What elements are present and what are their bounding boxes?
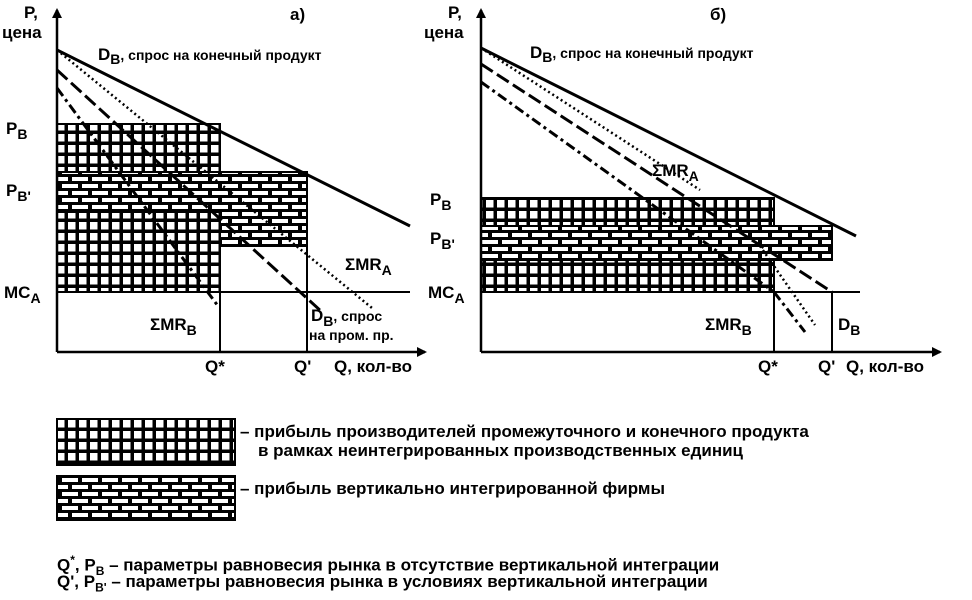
- panel-a-y-label-1: P,: [24, 3, 38, 22]
- panel-b-smr-a-label: ΣMRA: [652, 161, 699, 184]
- note-line-1-p: , P: [74, 555, 96, 575]
- panel-b-q-star: Q*: [758, 357, 778, 376]
- panel-b-title: б): [710, 5, 726, 24]
- panel-b-brick-area: [480, 225, 833, 261]
- panel-a-smr-b-label: ΣMRB: [150, 315, 197, 338]
- panel-a-grid-area-upper: [56, 123, 221, 173]
- note-line-1-q: Q: [57, 555, 71, 575]
- legend-grid-swatch: [56, 418, 236, 466]
- panel-b-demand-final-label: DB, спрос на конечный продукт: [530, 43, 754, 65]
- panel-a-grid-area-lower: [56, 211, 221, 293]
- note-line-1-star: *: [70, 553, 75, 567]
- note-line-1: Q*, PB – параметры равновесия рынка в от…: [57, 551, 719, 581]
- panel-b-pb-prime-label: PB': [430, 229, 455, 252]
- panel-a-final-demand-line: [56, 48, 411, 228]
- panel-b-y-label-2: цена: [424, 23, 464, 42]
- note-line-2-q: Q', P: [57, 572, 96, 591]
- panel-a: а) P, цена DB, спрос на конечный продукт…: [2, 3, 427, 376]
- panel-b-mc-label: MCA: [428, 283, 465, 306]
- panel-a-q-prime: Q': [294, 357, 311, 376]
- note-line-2-rest: – параметры равновесия рынка в условиях …: [106, 572, 708, 591]
- legend: [56, 418, 236, 521]
- panel-a-x-label: Q, кол-во: [334, 357, 412, 376]
- note-line-2-sub: B': [95, 580, 107, 595]
- panel-a-smr-b-curve: [55, 87, 220, 307]
- panel-b-db-curve-tail: [758, 245, 817, 326]
- legend-nonintegrated-text-2: в рамках неинтегрированных производствен…: [258, 441, 743, 460]
- panel-b-smr-b-curve: [480, 80, 775, 294]
- panel-b-smr-a-curve: [480, 46, 701, 192]
- panel-a-pb-label: PB: [6, 119, 27, 142]
- panel-b-db-label: DB: [838, 315, 860, 338]
- panel-b-final-demand-line: [480, 46, 857, 238]
- panel-b-q-prime: Q': [818, 357, 835, 376]
- panel-a-mc-label: MCA: [4, 283, 41, 306]
- panel-a-title: а): [290, 5, 305, 24]
- panel-a-db-label-2: на пром. пр.: [309, 327, 394, 343]
- panel-b-x-label: Q, кол-во: [846, 357, 924, 376]
- panel-a-y-label-2: цена: [2, 23, 42, 42]
- panel-a-smr-a-label: ΣMRA: [345, 255, 392, 278]
- panel-b: б) P, цена DB, спрос на конечный продукт…: [424, 3, 942, 376]
- panel-b-smr-b-label: ΣMRB: [705, 315, 752, 338]
- panel-b-y-label-1: P,: [448, 3, 462, 22]
- note-line-2: Q', PB' – параметры равновесия рынка в у…: [57, 572, 708, 597]
- panel-a-db-curve: [55, 68, 324, 314]
- legend-brick-swatch: [56, 475, 236, 521]
- legend-nonintegrated-text-1: – прибыль производителей промежуточного …: [240, 422, 809, 441]
- panel-a-q-star: Q*: [205, 357, 225, 376]
- panel-b-db-curve: [480, 62, 833, 294]
- panel-b-smr-b-tail: [772, 291, 807, 333]
- panel-b-pb-label: PB: [430, 190, 451, 213]
- legend-integrated-text: – прибыль вертикально интегрированной фи…: [240, 479, 666, 498]
- panel-a-db-label: DB, спрос: [311, 306, 382, 329]
- panel-a-demand-final-label: DB, спрос на конечный продукт: [98, 45, 322, 67]
- panel-a-pb-prime-label: PB': [6, 181, 31, 204]
- note-line-1-sub: B: [95, 564, 105, 579]
- note-line-1-rest: – параметры равновесия рынка в отсутстви…: [104, 555, 720, 575]
